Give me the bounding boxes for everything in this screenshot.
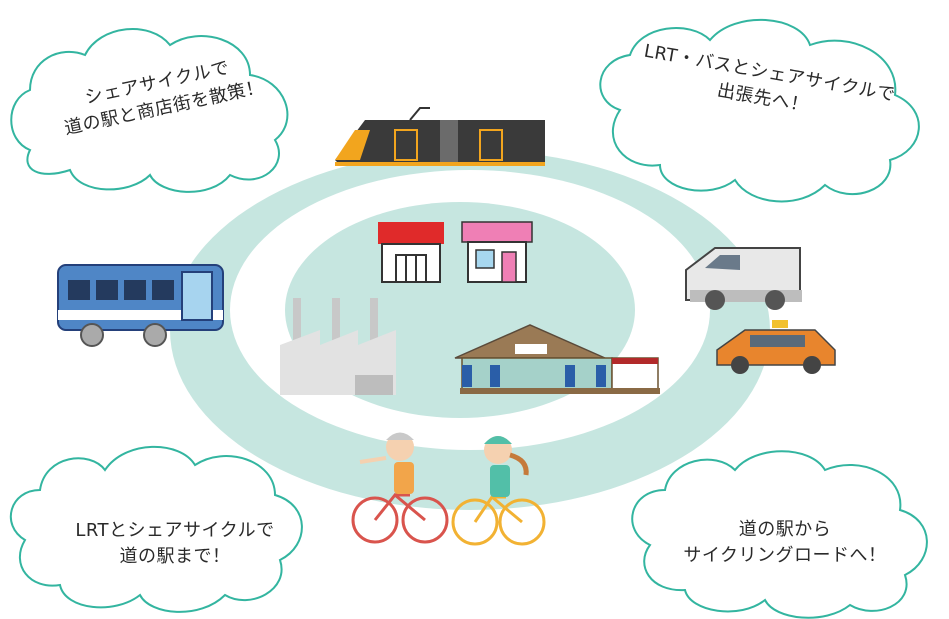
cloud-bottom-right bbox=[631, 450, 928, 619]
bubble-line: LRTとシェアサイクルで bbox=[75, 520, 275, 541]
bubble-line: 道の駅から bbox=[738, 519, 832, 540]
cyclist-icon bbox=[359, 432, 414, 494]
bus-icon bbox=[57, 264, 224, 347]
michi-no-eki-building-icon bbox=[454, 324, 660, 394]
cloud-bottom-left bbox=[9, 445, 303, 613]
bubble-line: 道の駅まで！ bbox=[119, 546, 231, 567]
bubble-line: サイクリングロードへ！ bbox=[683, 545, 887, 566]
cloud-top-right bbox=[599, 19, 920, 203]
shop-red-icon bbox=[378, 222, 444, 283]
shop-pink-icon bbox=[461, 221, 533, 283]
factory-icon bbox=[280, 298, 396, 395]
van-icon bbox=[685, 247, 802, 310]
taxi-icon bbox=[716, 320, 836, 374]
cyclist-icon bbox=[351, 492, 449, 544]
cyclist-icon bbox=[484, 436, 529, 497]
bubble-text-bottom-left: LRTとシェアサイクルで 道の駅まで！ bbox=[40, 518, 310, 570]
bubble-text-bottom-right: 道の駅から サイクリングロードへ！ bbox=[660, 517, 910, 569]
lrt-train-icon bbox=[335, 107, 545, 166]
cloud-top-left bbox=[10, 28, 289, 193]
